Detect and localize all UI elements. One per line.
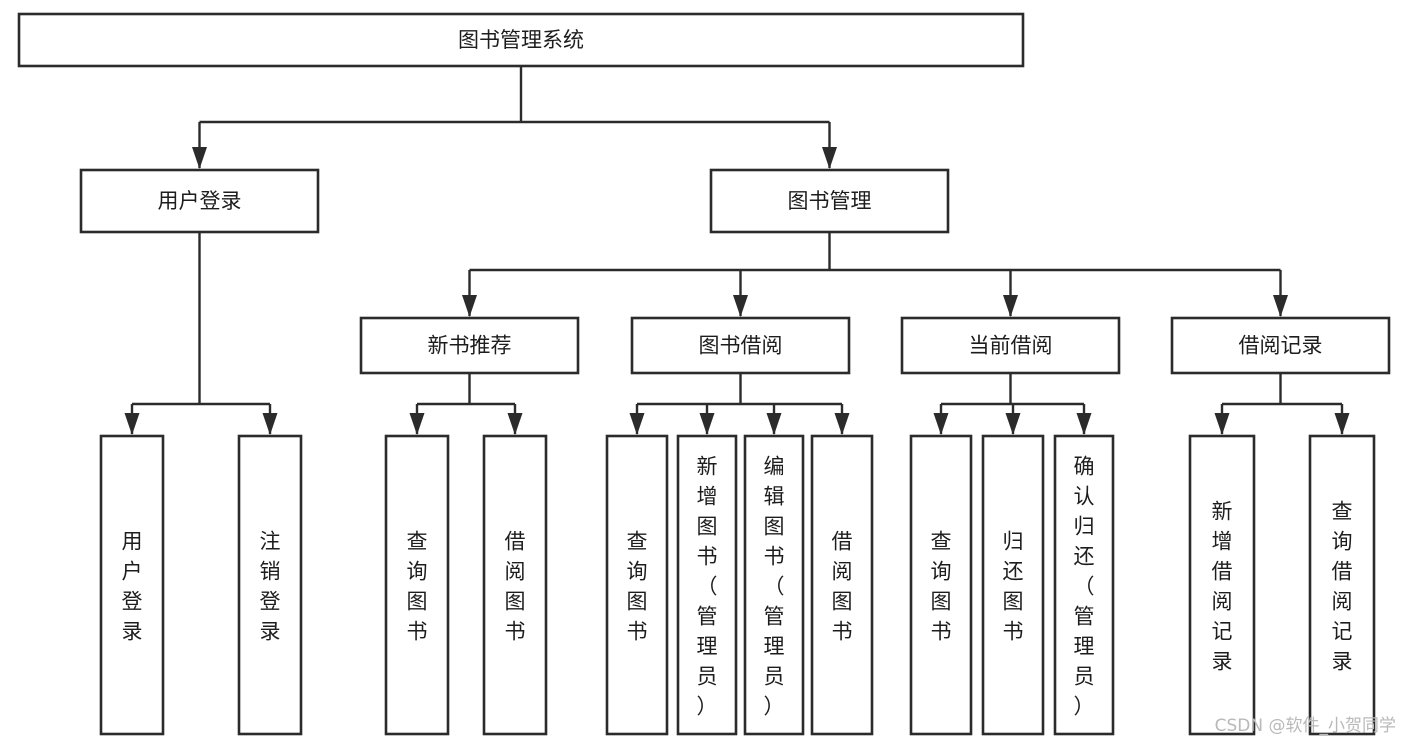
node-root-system-label: 图书管理系统 [458,28,584,52]
arrow-head-icon [1076,413,1092,435]
node-user-login[interactable]: 用户登录 [79,168,320,234]
node-book-management-box[interactable] [709,168,950,234]
arrow-head-icon [1005,413,1021,435]
node-leaf-borrow-borrow-book[interactable]: 借阅图书 [810,434,874,736]
node-book-borrow[interactable]: 图书借阅 [630,316,851,375]
node-book-management-label: 图书管理 [788,189,872,213]
node-leaf-borrow-borrow-book-label: 借阅图书 [832,529,853,643]
arrow-head-icon [1003,295,1018,317]
node-leaf-records-query-record-box[interactable] [1308,434,1376,736]
node-leaf-records-add-record-label: 新增借阅记录 [1212,499,1233,673]
connectors-layer [124,66,1350,435]
arrow-head-icon [766,413,782,435]
node-leaf-user-login[interactable]: 用户登录 [99,434,165,736]
node-leaf-records-add-record-box[interactable] [1188,434,1256,736]
node-leaf-borrow-add-book[interactable]: 新增图书（管理员） [676,434,738,736]
node-new-book-recommend[interactable]: 新书推荐 [359,316,580,375]
node-root-system[interactable]: 图书管理系统 [17,12,1025,68]
node-leaf-borrow-borrow-book-box[interactable] [810,434,874,736]
arrow-head-icon [1214,413,1230,435]
node-user-login-box[interactable] [79,168,320,234]
arrow-head-icon [507,413,523,435]
node-leaf-borrow-query-book-label: 查询图书 [627,529,648,643]
node-leaf-borrow-edit-book-box[interactable] [743,434,805,736]
node-leaf-borrow-edit-book-label: 编辑图书（管理员） [764,454,785,718]
node-current-borrow-label: 当前借阅 [969,334,1053,358]
arrow-head-icon [822,147,837,169]
arrow-head-icon [262,413,278,435]
node-leaf-current-return-book-box[interactable] [981,434,1045,736]
node-leaf-recommend-query-book-label: 查询图书 [407,529,428,643]
node-leaf-current-query-book-label: 查询图书 [931,529,952,643]
node-leaf-recommend-borrow-book-box[interactable] [482,434,548,736]
node-leaf-current-query-book[interactable]: 查询图书 [909,434,973,736]
node-leaf-user-logout[interactable]: 注销登录 [237,434,303,736]
arrow-head-icon [933,413,949,435]
nodes-layer: 图书管理系统用户登录图书管理新书推荐图书借阅当前借阅借阅记录用户登录注销登录查询… [17,12,1391,736]
arrow-head-icon [1334,413,1350,435]
node-new-book-recommend-label: 新书推荐 [428,334,512,358]
node-leaf-current-return-book-label: 归还图书 [1003,529,1024,643]
node-leaf-current-query-book-box[interactable] [909,434,973,736]
node-leaf-records-query-record-label: 查询借阅记录 [1332,499,1353,673]
arrow-head-icon [834,413,850,435]
csdn-watermark: CSDN @软件_小贺同学 [1215,716,1396,736]
node-leaf-recommend-borrow-book[interactable]: 借阅图书 [482,434,548,736]
node-leaf-borrow-add-book-label: 新增图书（管理员） [697,454,718,718]
node-leaf-user-logout-box[interactable] [237,434,303,736]
node-leaf-user-login-box[interactable] [99,434,165,736]
node-current-borrow-box[interactable] [900,316,1121,375]
node-leaf-user-logout-label: 注销登录 [260,529,281,643]
node-leaf-recommend-borrow-book-label: 借阅图书 [505,529,526,643]
node-leaf-borrow-edit-book[interactable]: 编辑图书（管理员） [743,434,805,736]
node-root-system-box[interactable] [17,12,1025,68]
node-leaf-borrow-query-book-box[interactable] [605,434,669,736]
node-leaf-records-query-record[interactable]: 查询借阅记录 [1308,434,1376,736]
node-leaf-current-return-book[interactable]: 归还图书 [981,434,1045,736]
node-book-borrow-label: 图书借阅 [699,334,783,358]
node-leaf-recommend-query-book-box[interactable] [384,434,450,736]
node-leaf-records-add-record[interactable]: 新增借阅记录 [1188,434,1256,736]
node-leaf-recommend-query-book[interactable]: 查询图书 [384,434,450,736]
node-new-book-recommend-box[interactable] [359,316,580,375]
arrow-head-icon [733,295,748,317]
arrow-head-icon [629,413,645,435]
node-leaf-user-login-label: 用户登录 [122,529,143,643]
node-user-login-label: 用户登录 [158,189,242,213]
arrow-head-icon [1273,295,1288,317]
node-borrow-records-label: 借阅记录 [1239,334,1323,358]
arrow-head-icon [124,413,140,435]
arrow-head-icon [699,413,715,435]
node-leaf-borrow-query-book[interactable]: 查询图书 [605,434,669,736]
node-borrow-records[interactable]: 借阅记录 [1170,316,1391,375]
node-book-management[interactable]: 图书管理 [709,168,950,234]
node-leaf-borrow-add-book-box[interactable] [676,434,738,736]
node-leaf-current-confirm-return-label: 确认归还（管理员） [1074,454,1095,718]
arrow-head-icon [462,295,477,317]
node-leaf-current-confirm-return-box[interactable] [1053,434,1115,736]
node-book-borrow-box[interactable] [630,316,851,375]
node-current-borrow[interactable]: 当前借阅 [900,316,1121,375]
node-leaf-current-confirm-return[interactable]: 确认归还（管理员） [1053,434,1115,736]
arrow-head-icon [192,147,207,169]
node-borrow-records-box[interactable] [1170,316,1391,375]
arrow-head-icon [409,413,425,435]
